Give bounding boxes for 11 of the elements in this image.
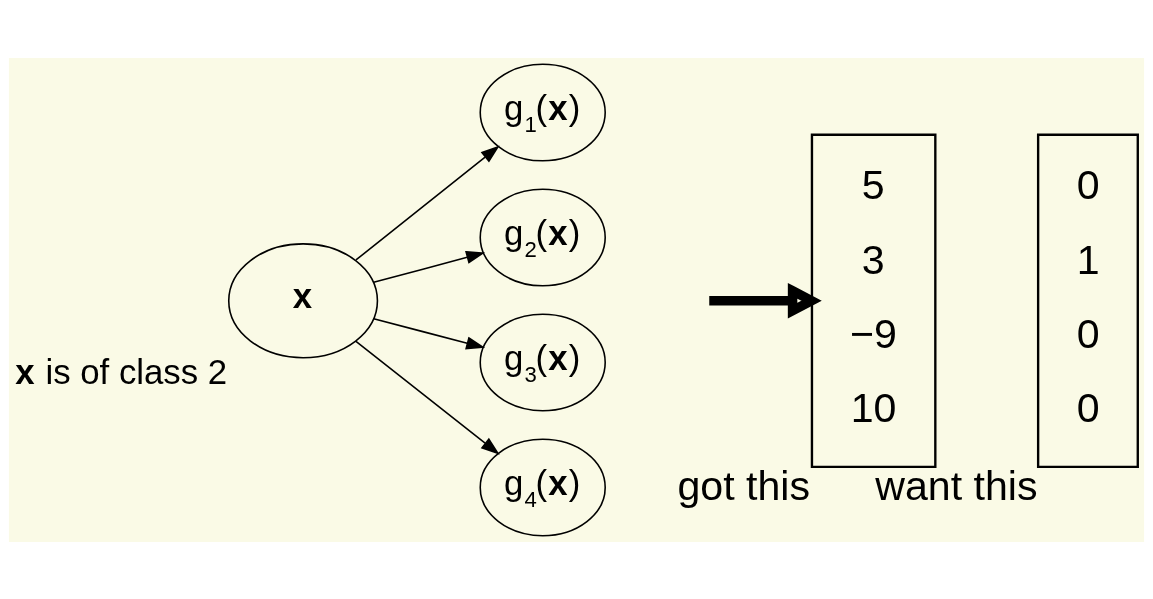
arrow	[372, 317, 486, 349]
node-ellipse: g$_{3}$(x)	[479, 312, 606, 411]
arrow	[355, 340, 500, 455]
node-label: x is of class 2	[15, 352, 228, 391]
node-box: 0 1 0 0	[1036, 133, 1139, 468]
node-label: got this	[677, 462, 811, 509]
arrow	[709, 282, 822, 319]
node-ellipse: g$_{2}$(x)	[479, 188, 606, 287]
node-ellipse: x	[227, 242, 379, 359]
arrow	[372, 250, 486, 283]
arrow	[355, 145, 500, 261]
